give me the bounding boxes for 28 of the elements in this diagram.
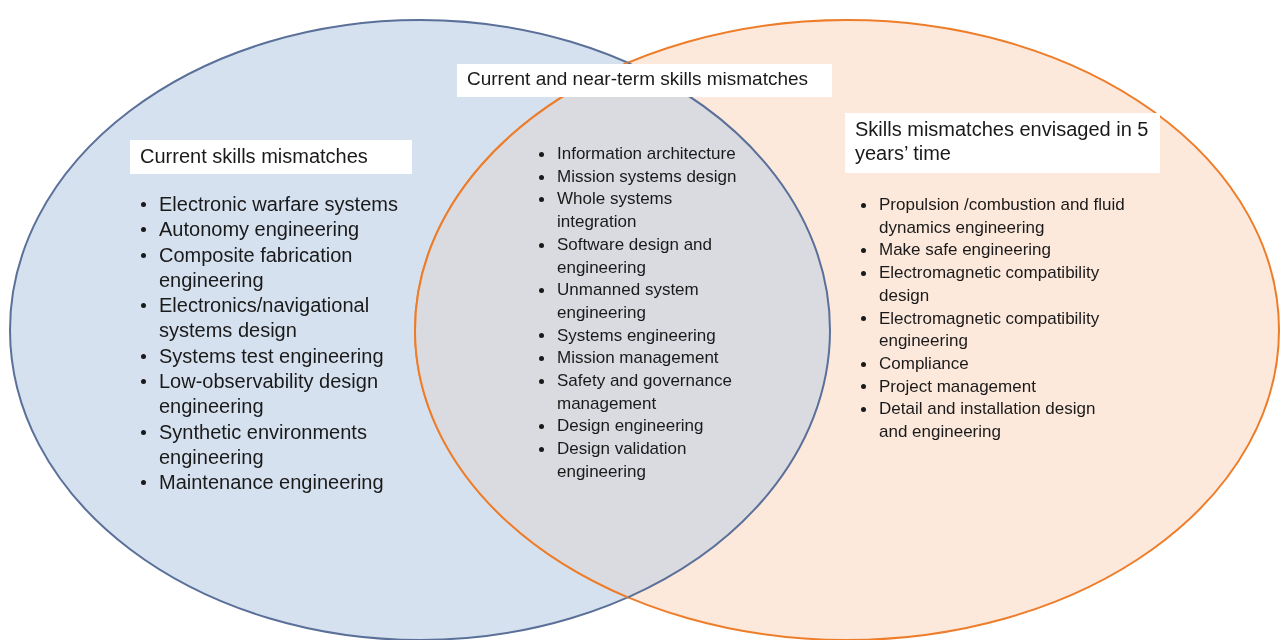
heading-label: Current and near-term skills mismatches bbox=[457, 64, 832, 97]
list-item: Electronics/navigational systems design bbox=[159, 293, 371, 344]
list-item: Software design and engineering bbox=[557, 233, 713, 279]
list-item: Make safe engineering bbox=[879, 239, 1052, 262]
list-item: Project management bbox=[879, 375, 1037, 398]
list-item: Maintenance engineering bbox=[159, 470, 385, 496]
list-item: Synthetic environments engineering bbox=[159, 419, 368, 470]
list-item: Information architecture bbox=[557, 143, 737, 165]
list-item: Systems test engineering bbox=[159, 343, 385, 369]
list-item: Design engineering bbox=[557, 415, 705, 438]
list-item: Propulsion /combustion and fluid dynamics engineering bbox=[879, 194, 1126, 239]
heading-label: Current skills mismatches bbox=[130, 140, 412, 174]
list-item: Safety and governance management bbox=[557, 370, 733, 415]
list-item: Compliance bbox=[879, 352, 970, 375]
list-item: Unmanned system engineering bbox=[557, 279, 700, 324]
list-item: Electronic warfare systems bbox=[159, 192, 399, 217]
heading-label: Skills mismatches envisaged in 5 years’ time bbox=[845, 113, 1160, 173]
list-item: Mission systems design bbox=[557, 165, 738, 188]
list-item: Detail and installation design and engineering bbox=[879, 398, 1097, 444]
list-item: Systems engineering bbox=[557, 324, 717, 347]
list-item: Autonomy engineering bbox=[159, 217, 361, 243]
list-item: Design validation engineering bbox=[557, 438, 688, 483]
list-item: Low-observability design engineering bbox=[159, 369, 379, 420]
list-item: Composite fabrication engineering bbox=[159, 242, 354, 293]
list-item: Electromagnetic compatibility engineering bbox=[879, 307, 1101, 353]
list-item: Electromagnetic compatibility design bbox=[879, 262, 1101, 307]
list-item: Whole systems integration bbox=[557, 188, 674, 234]
list-item: Mission management bbox=[557, 347, 720, 370]
